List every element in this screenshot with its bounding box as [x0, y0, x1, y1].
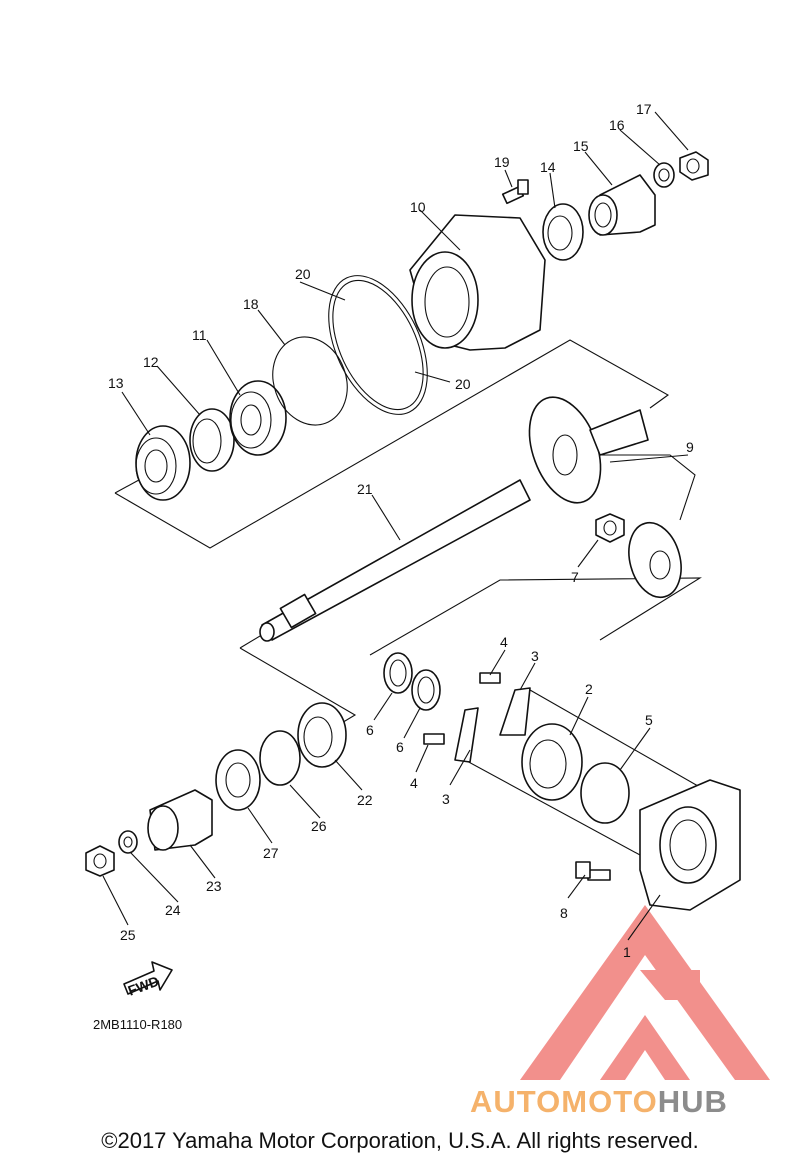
- part-9-gear-set: [528, 396, 682, 599]
- diagram-code: 2MB1110-R180: [93, 1017, 182, 1032]
- part-6-shims: [383, 652, 441, 711]
- part-11-bearing: [229, 380, 287, 456]
- part-24-washer: [118, 830, 138, 854]
- callout-7: 7: [571, 569, 579, 585]
- callout-22: 22: [357, 792, 373, 808]
- watermark-part2: HUB: [658, 1084, 728, 1119]
- callout-5: 5: [645, 712, 653, 728]
- leader-lines: [102, 111, 689, 941]
- watermark-logo: [520, 905, 770, 1080]
- part-21-middle-shaft: [259, 479, 531, 642]
- callout-17: 17: [636, 101, 652, 117]
- part-16-washer: [653, 162, 675, 188]
- callout-10: 10: [410, 199, 426, 215]
- part-17-nut: [679, 151, 709, 181]
- callout-numbers: 1 2 3 3 4 4 5 6 6 7 8 9 10 11 12 13 14 1…: [108, 101, 694, 960]
- callout-18: 18: [243, 296, 259, 312]
- callout-3: 3: [531, 648, 539, 664]
- part-2-bearing: [521, 723, 583, 801]
- part-23-coupling: [147, 789, 213, 851]
- part-26-circlip: [259, 730, 301, 786]
- callout-24: 24: [165, 902, 181, 918]
- part-27-oil-seal: [215, 749, 261, 811]
- fwd-arrow-icon: FWD: [123, 961, 173, 999]
- callout-20: 20: [455, 376, 471, 392]
- callout-2: 2: [585, 681, 593, 697]
- callout-25: 25: [120, 927, 136, 943]
- part-1-bearing-housing: [639, 779, 741, 911]
- callout-19: 19: [494, 154, 510, 170]
- callout-1: 1: [623, 944, 631, 960]
- part-8-bolt: [575, 861, 611, 881]
- callout-16: 16: [609, 117, 625, 133]
- part-5-shim: [580, 762, 630, 824]
- watermark-text: AUTOMOTOHUB: [470, 1084, 728, 1119]
- part-20-shim: [328, 275, 428, 415]
- guide-lines: [114, 339, 706, 856]
- part-22-bearing: [297, 702, 347, 768]
- watermark-part1: AUTOMOTO: [470, 1084, 658, 1119]
- part-14-oil-seal: [542, 203, 584, 261]
- callout-4: 4: [410, 775, 418, 791]
- part-18-o-ring: [272, 336, 348, 426]
- callout-6: 6: [366, 722, 374, 738]
- callout-27: 27: [263, 845, 279, 861]
- callout-23: 23: [206, 878, 222, 894]
- callout-13: 13: [108, 375, 124, 391]
- callout-11: 11: [192, 327, 207, 343]
- callout-9: 9: [686, 439, 694, 455]
- part-7-nut: [595, 513, 625, 543]
- part-15-coupling: [588, 174, 656, 236]
- part-3-plates: [454, 687, 531, 763]
- copyright-footer: ©2017 Yamaha Motor Corporation, U.S.A. A…: [101, 1128, 699, 1153]
- callout-20: 20: [295, 266, 311, 282]
- callout-12: 12: [143, 354, 159, 370]
- callout-3: 3: [442, 791, 450, 807]
- part-19-bolt: [501, 179, 529, 205]
- part-12-needle-bearing: [189, 408, 235, 472]
- callout-14: 14: [540, 159, 556, 175]
- callout-8: 8: [560, 905, 568, 921]
- part-4-screws: [423, 672, 501, 745]
- part-25-nut: [85, 845, 115, 877]
- callout-4: 4: [500, 634, 508, 650]
- part-10-housing: [409, 214, 546, 351]
- callout-21: 21: [357, 481, 373, 497]
- fwd-label: FWD: [126, 973, 161, 999]
- part-13-bearing: [135, 425, 191, 501]
- callout-26: 26: [311, 818, 327, 834]
- callout-15: 15: [573, 138, 589, 154]
- callout-6: 6: [396, 739, 404, 755]
